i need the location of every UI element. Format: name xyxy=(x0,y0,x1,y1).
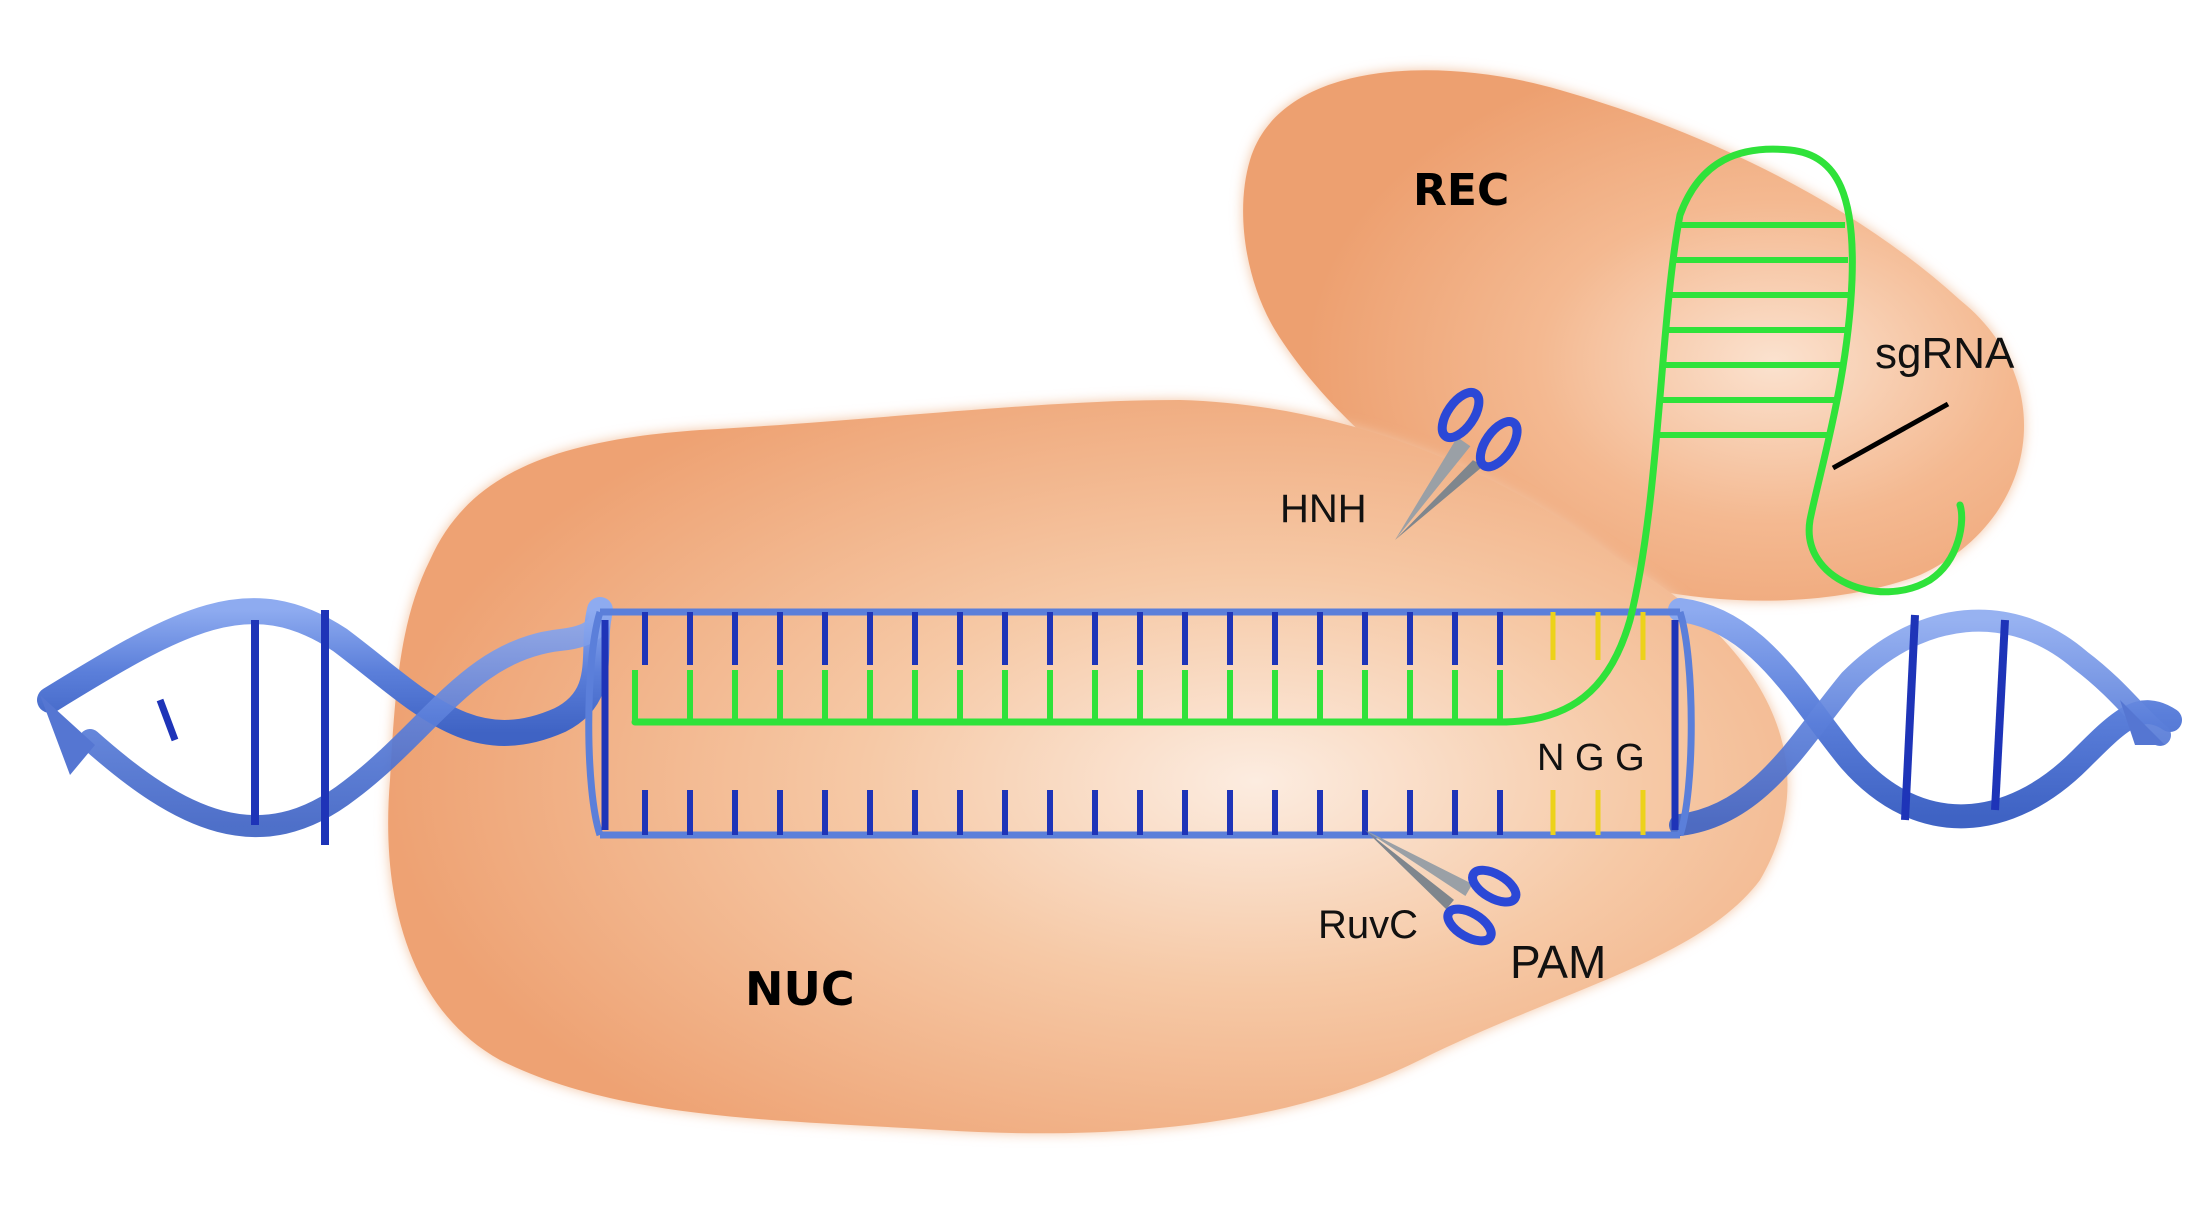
scissors-hnh-icon xyxy=(1395,387,1522,540)
pam-label: PAM xyxy=(1510,936,1606,988)
hnh-label: HNH xyxy=(1280,487,1367,531)
ruvc-label: RuvC xyxy=(1318,903,1418,947)
nuc-lobe xyxy=(388,400,1788,1134)
nuc-label: NUC xyxy=(745,962,855,1016)
dna-helix-right xyxy=(1668,598,2182,836)
dna-bubble xyxy=(585,608,1695,839)
scissors-ruvc-icon xyxy=(1365,830,1521,946)
sgrna-label: sgRNA xyxy=(1875,329,2015,378)
rec-label: REC xyxy=(1413,165,1509,216)
sgrna-pointer xyxy=(1831,401,1950,471)
ngg-label: N G G xyxy=(1537,737,1645,779)
sgrna-strand xyxy=(631,145,1966,726)
